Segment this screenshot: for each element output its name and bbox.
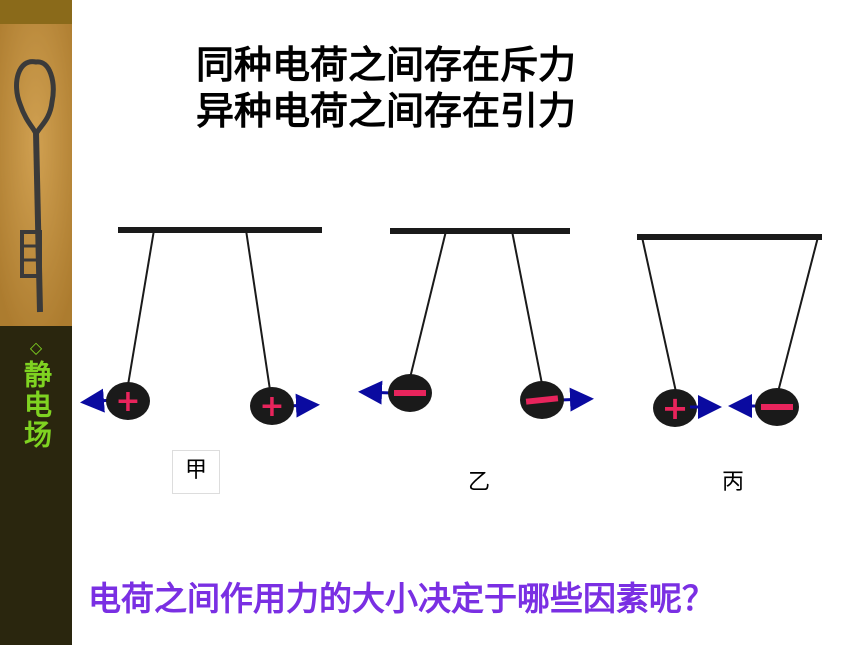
setup-yi [358,228,594,419]
string [511,230,543,385]
charged-ball [250,387,294,425]
antique-key-image [0,24,72,326]
charged-ball [106,382,150,420]
diamond-bullet-icon: ◇ [29,338,43,357]
question-text: 电荷之间作用力的大小决定于哪些因素呢？ [88,579,715,618]
sidebar: ◇ 静电场 [0,0,72,645]
force-arrow [559,387,594,412]
string [245,229,271,391]
headline-line-2: 异种电荷之间存在引力 [196,89,577,133]
label-bing: 丙 [722,470,745,495]
minus-sign [761,404,793,410]
plus-sign: + [115,384,140,419]
minus-sign [525,395,559,405]
string [409,230,447,379]
sidebar-title: ◇ 静电场 [6,338,66,451]
force-arrow [358,380,393,405]
plus-sign: + [259,389,284,424]
setup-jia: + + [80,227,322,425]
minus-sign [394,390,426,396]
sidebar-title-text: 静电场 [20,360,53,450]
headline: 同种电荷之间存在斥力 异种电荷之间存在引力 [196,42,576,134]
label-yi: 乙 [468,470,491,495]
setup-bing: + [637,234,822,427]
charged-ball [653,389,697,427]
label-jia: 甲 [172,450,220,494]
sidebar-top-strip [0,0,72,24]
string [641,236,677,393]
pendulum-diagram: + + + [80,227,822,427]
sidebar-bottom-panel [0,326,72,645]
headline-line-1: 同种电荷之间存在斥力 [196,43,577,87]
string [777,236,819,393]
string [127,229,155,386]
plus-sign: + [662,389,689,427]
